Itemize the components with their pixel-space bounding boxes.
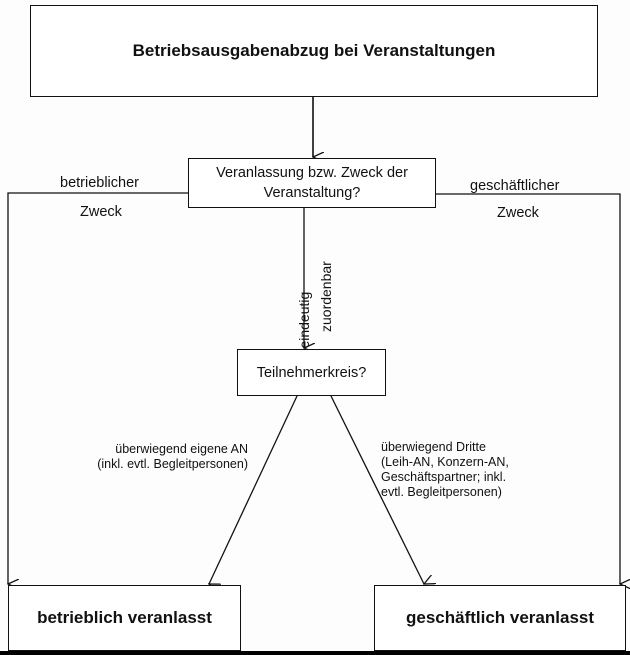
arrow-diag-right bbox=[330, 395, 424, 584]
question-participants-box: Teilnehmerkreis? bbox=[237, 349, 386, 396]
left-diag-line2: (inkl. evtl. Begleitpersonen) bbox=[97, 457, 248, 471]
question-participants-text: Teilnehmerkreis? bbox=[256, 364, 367, 381]
arrow-diag-left bbox=[209, 395, 298, 584]
result-right-text: geschäftlich veranlasst bbox=[405, 608, 595, 627]
arrow-right-branch bbox=[435, 193, 620, 584]
left-diag-line1: überwiegend eigene AN bbox=[115, 442, 248, 456]
right-diag-label: überwiegend Dritte (Leih-AN, Konzern-AN,… bbox=[381, 440, 509, 500]
question-purpose-line1: Veranlassung bzw. Zweck der bbox=[216, 165, 408, 181]
right-diag-line2: (Leih-AN, Konzern-AN, bbox=[381, 455, 509, 469]
question-purpose-line2: Veranstaltung? bbox=[263, 185, 361, 201]
left-diag-label: überwiegend eigene AN (inkl. evtl. Begle… bbox=[75, 442, 248, 472]
title-box: Betriebsausgabenabzug bei Veranstaltunge… bbox=[30, 5, 598, 97]
left-branch-label-2: Zweck bbox=[80, 204, 122, 220]
right-diag-line1: überwiegend Dritte bbox=[381, 440, 486, 454]
right-branch-label-1: geschäftlicher bbox=[470, 178, 560, 194]
right-branch-label-2: Zweck bbox=[497, 205, 539, 221]
result-right-box: geschäftlich veranlasst bbox=[374, 585, 626, 651]
arrow-left-branch bbox=[8, 192, 188, 584]
bottom-border-bar bbox=[0, 651, 630, 655]
result-left-box: betrieblich veranlasst bbox=[8, 585, 241, 651]
right-diag-line3: Geschäftspartner; inkl. bbox=[381, 470, 507, 484]
middle-branch-label-2: zuordenbar bbox=[318, 261, 334, 332]
question-purpose-box: Veranlassung bzw. Zweck der Veranstaltun… bbox=[188, 158, 436, 208]
left-branch-label-1: betrieblicher bbox=[60, 175, 139, 191]
result-left-text: betrieblich veranlasst bbox=[37, 608, 212, 627]
right-diag-line4: evtl. Begleitpersonen) bbox=[381, 485, 502, 499]
title-text: Betriebsausgabenabzug bei Veranstaltunge… bbox=[132, 41, 496, 60]
